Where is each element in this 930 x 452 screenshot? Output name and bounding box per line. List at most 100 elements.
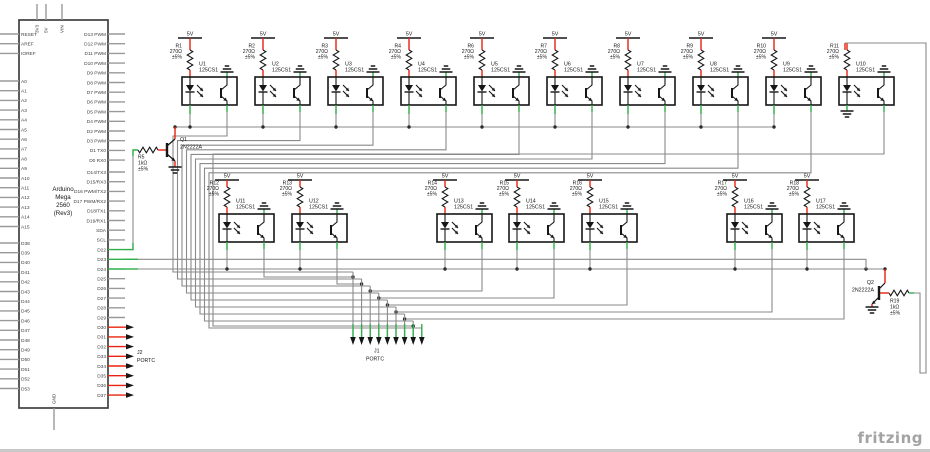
resistor-R14[interactable] <box>441 186 449 208</box>
npn-collector[interactable] <box>878 282 886 290</box>
wire-emitter-route[interactable] <box>199 112 666 315</box>
resistor-R19[interactable] <box>888 289 910 297</box>
collector[interactable] <box>293 77 301 91</box>
opto-body[interactable] <box>765 76 822 106</box>
collector[interactable] <box>620 214 628 228</box>
opto-body[interactable] <box>798 213 855 243</box>
opto-body[interactable] <box>473 76 530 106</box>
wire-emitter-route[interactable] <box>370 249 483 292</box>
collector[interactable] <box>257 214 265 228</box>
collector[interactable] <box>330 214 338 228</box>
opto-body[interactable] <box>218 213 275 243</box>
resistor-R18[interactable] <box>803 186 811 208</box>
opto-row-middle[interactable]: 5VR12270Ω±5%U11125CS15VR13270Ω±5%U12125C… <box>207 174 855 321</box>
collector[interactable] <box>439 77 447 91</box>
opto-body[interactable] <box>254 76 311 106</box>
opto-body[interactable] <box>400 76 457 106</box>
resistor-R16[interactable] <box>586 186 594 208</box>
collector[interactable] <box>547 214 555 228</box>
collector[interactable] <box>765 214 773 228</box>
wire-emitter-route[interactable] <box>263 249 353 278</box>
wire-emitter-route[interactable] <box>378 249 555 299</box>
collector[interactable] <box>366 77 374 91</box>
wire-emitter-route[interactable] <box>185 112 447 294</box>
arduino-mega-2560[interactable]: ArduinoMega2560(Rev3)RESETAREFIOREFA0A1A… <box>0 4 134 430</box>
npn-collector[interactable] <box>166 138 176 147</box>
wire-emitter-route[interactable] <box>404 249 845 320</box>
resistor-R11[interactable] <box>843 49 851 71</box>
opto-body[interactable] <box>327 76 384 106</box>
collector[interactable] <box>512 77 520 91</box>
collector[interactable] <box>475 214 483 228</box>
wire-emitter-route[interactable] <box>208 112 812 329</box>
opto-row-top[interactable]: 5VR1270Ω±5%U1125CS15VR2270Ω±5%U2125CS15V… <box>170 32 895 329</box>
opto-body[interactable] <box>181 76 238 106</box>
resistor-R6[interactable] <box>478 49 486 71</box>
wires[interactable] <box>125 125 887 271</box>
wire-d22-r5[interactable] <box>125 149 138 251</box>
resistor-R5[interactable] <box>137 146 159 154</box>
opto-body[interactable] <box>291 213 348 243</box>
collector[interactable] <box>220 77 228 91</box>
resistor-R17[interactable] <box>731 186 739 208</box>
resistor-R13[interactable] <box>296 186 304 208</box>
resistor-R7[interactable] <box>551 49 559 71</box>
collector[interactable] <box>837 214 845 228</box>
wire-d22-green[interactable] <box>125 243 134 251</box>
collector[interactable] <box>877 77 885 91</box>
collector[interactable] <box>658 77 666 91</box>
opto-body[interactable] <box>838 76 895 106</box>
wire-emitter-route[interactable] <box>387 249 628 306</box>
wire-emitter-route[interactable] <box>172 112 353 273</box>
resistor-R15[interactable] <box>513 186 521 208</box>
arduino-body[interactable] <box>18 19 109 409</box>
wire-r5-green[interactable] <box>132 149 138 156</box>
resistor-R3[interactable] <box>332 49 340 71</box>
collector[interactable] <box>585 77 593 91</box>
resistor-R4[interactable] <box>405 49 413 71</box>
wire-emitter-route[interactable] <box>203 112 739 322</box>
resistor-R8[interactable] <box>624 49 632 71</box>
opto-body[interactable] <box>546 76 603 106</box>
wire-d23[interactable] <box>125 258 867 269</box>
wire-emitter-route[interactable] <box>181 112 374 287</box>
resistor-R1[interactable] <box>186 49 194 71</box>
collector[interactable] <box>804 77 812 91</box>
wire-emitter-route[interactable] <box>176 112 362 280</box>
wire-emitter-route[interactable] <box>396 249 773 313</box>
opto-body[interactable] <box>436 213 493 243</box>
wire-loop[interactable] <box>845 42 927 374</box>
opto-body[interactable] <box>692 76 749 106</box>
opto-body[interactable] <box>508 213 565 243</box>
opto-body[interactable] <box>726 213 783 243</box>
resistor-R2[interactable] <box>259 49 267 71</box>
wire-emitter-route[interactable] <box>190 112 520 301</box>
wire-emitter-route[interactable] <box>212 112 885 327</box>
opto-body[interactable] <box>581 213 638 243</box>
resistor-R9[interactable] <box>697 49 705 71</box>
opto-body[interactable] <box>619 76 676 106</box>
resistor-R10[interactable] <box>770 49 778 71</box>
wire-emitter-route[interactable] <box>194 112 593 308</box>
